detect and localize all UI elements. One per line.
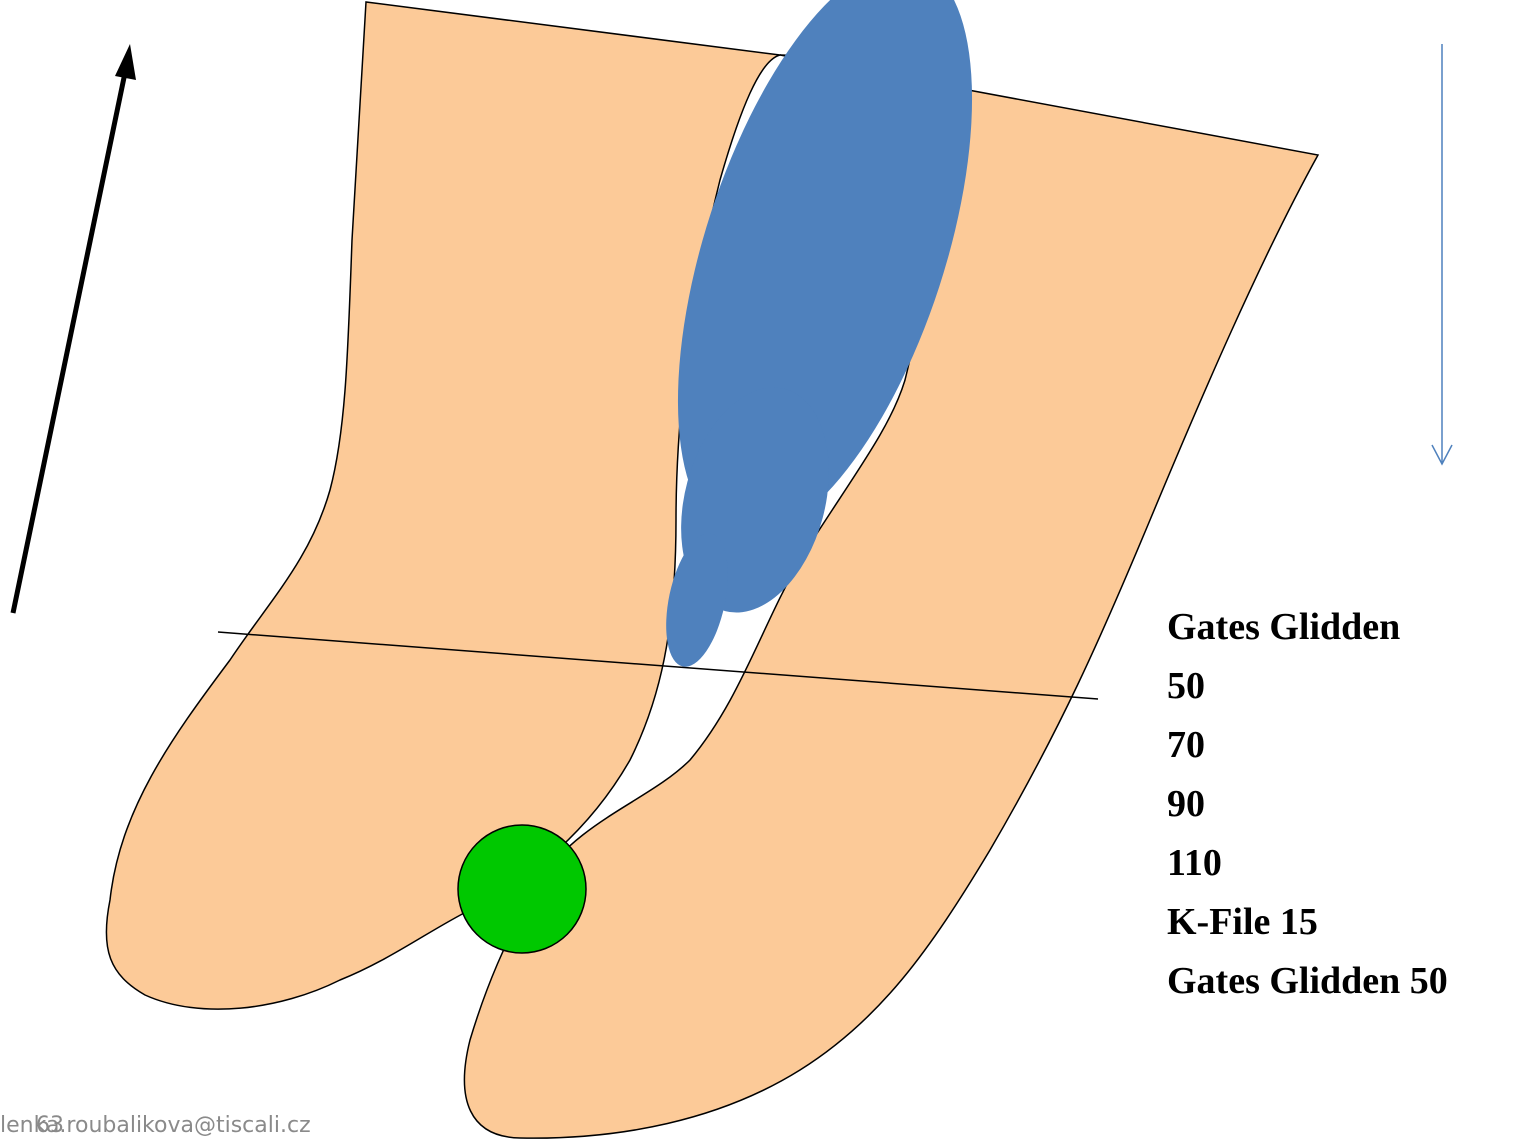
instrument-tip — [666, 533, 728, 667]
sequence-item: K-File 15 — [1167, 901, 1318, 943]
apex-marker — [457, 824, 587, 954]
footer-email: lenka.roubalikova@tiscali.cz — [0, 1113, 311, 1138]
reference-line — [217, 631, 1099, 700]
right-root — [463, 54, 1320, 1139]
sequence-item: 90 — [1167, 783, 1205, 825]
sequence-item: 110 — [1167, 842, 1222, 884]
up-arrow-shaft — [10, 67, 129, 614]
slide-number: 63 — [36, 1113, 64, 1138]
sequence-item: Gates Glidden — [1167, 606, 1401, 648]
sequence-item: 70 — [1167, 724, 1205, 766]
up-arrow-head — [115, 44, 136, 80]
instrument-sequence: Gates Glidden 50 70 90 110 K-File 15 Gat… — [1167, 598, 1448, 1011]
sequence-item: Gates Glidden 50 — [1167, 960, 1448, 1002]
sequence-item: 50 — [1167, 665, 1205, 707]
down-arrow-head — [1431, 444, 1453, 466]
